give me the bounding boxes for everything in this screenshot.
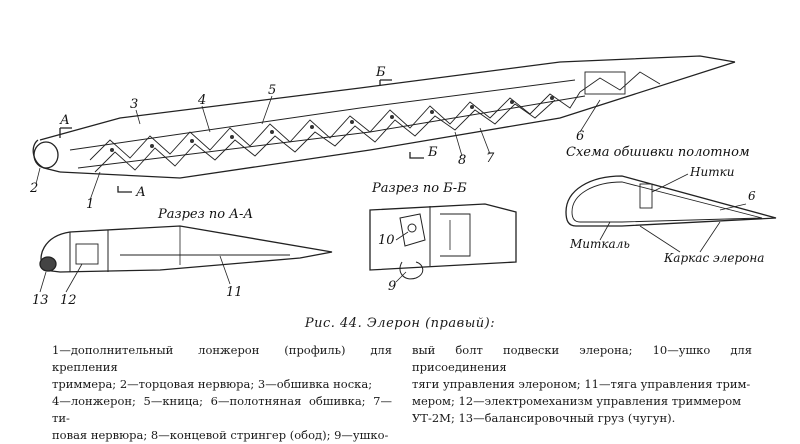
callout-9: 9 [388,279,396,294]
legend-line: УТ-2М; 13—балансировочный груз (чугун). [412,411,676,425]
section-mark-b-top: Б [375,65,386,80]
callout-7: 7 [486,151,495,166]
callout-10: 10 [378,233,395,248]
scheme-label-6: 6 [748,189,756,203]
scheme-label-fabric: Миткаль [569,237,630,251]
callout-8: 8 [458,153,466,168]
legend-line: тяги управления элероном; 11—тяга управл… [412,377,751,391]
scheme-label-frame: Каркас элерона [663,251,764,265]
legend-line: повая нервюра; 8—концевой стрингер (обод… [52,428,389,442]
section-aa-view [39,225,333,273]
legend-line: вый болт подвески элерона; 10—ушко для п… [412,343,752,374]
scheme-title: Схема обшивки полотном [566,145,750,160]
fabric-scheme-view [565,175,777,227]
aileron-figure: 1 2 3 4 5 6 7 8 А А Б Б Разрез по А-А 13… [29,55,777,308]
callout-11: 11 [226,285,243,300]
scheme-label-threads: Нитки [689,165,734,179]
callout-2: 2 [29,181,38,196]
section-mark-b-bottom: Б [427,145,438,160]
legend-left-column: 1—дополнительный лонжерон (профиль) для … [52,342,392,444]
callout-12: 12 [60,293,77,308]
legend-right-column: вый болт подвески элерона; 10—ушко для п… [412,342,752,444]
legend-line: триммера; 2—торцовая нервюра; 3—обшивка … [52,377,373,391]
section-mark-a-bottom: А [135,185,146,200]
aileron-drawing: 1 2 3 4 5 6 7 8 А А Б Б Разрез по А-А 13… [29,55,777,308]
callout-13: 13 [32,293,49,308]
callout-3: 3 [130,97,138,112]
section-aa-title: Разрез по А-А [157,207,253,222]
callout-1: 1 [86,197,94,212]
figure-legend: 1—дополнительный лонжерон (профиль) для … [52,342,752,444]
section-bb-title: Разрез по Б-Б [371,181,467,196]
figure-caption: Рис. 44. Элерон (правый): [304,316,496,331]
aileron-perspective-view [32,55,736,193]
legend-line: 1—дополнительный лонжерон (профиль) для … [52,343,392,374]
callout-5: 5 [268,83,276,98]
section-mark-a-top: А [59,113,70,128]
callout-4: 4 [197,93,206,108]
callout-6: 6 [576,129,584,144]
legend-line: мером; 12—электромеханизм управления три… [412,394,742,408]
legend-line: 4—лонжерон; 5—кница; 6—полотняная обшивк… [52,394,392,425]
section-bb-view [369,203,517,280]
